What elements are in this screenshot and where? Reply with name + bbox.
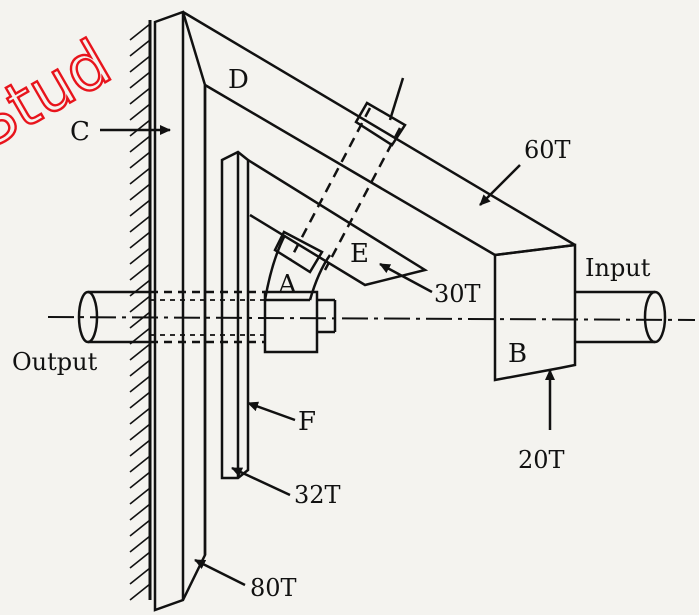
leader-arrows [100, 125, 555, 587]
wall-hatch-line [129, 167, 151, 185]
wall-hatch-line [129, 551, 151, 569]
arrow-f [247, 401, 296, 422]
wall-hatch-line [129, 343, 151, 361]
gear-c-80t [153, 10, 207, 612]
wall-hatch-line [129, 151, 151, 169]
label-f: F [298, 407, 316, 437]
label-c: C [70, 117, 90, 147]
wall-hatch-line [129, 71, 151, 89]
arrow-30t [379, 262, 433, 294]
wall-hatch-line [129, 359, 151, 377]
wall-hatch-line [129, 87, 151, 105]
wall-hatch-line [129, 311, 151, 329]
wall-hatch-line [129, 439, 151, 457]
gear-e-a-planet [247, 158, 429, 302]
wall-hatch-line [129, 455, 151, 473]
label-input: Input [585, 254, 651, 282]
label-20t: 20T [518, 446, 565, 474]
wall-hatch-line [129, 103, 151, 121]
label-e: E [350, 239, 369, 269]
wall-hatch-line [129, 391, 151, 409]
wall-hatch-line [129, 295, 151, 313]
wall-hatch-line [129, 471, 151, 489]
wall-hatch-line [129, 23, 151, 41]
input-shaft [575, 290, 667, 344]
fixed-frame-wall [129, 20, 152, 601]
wall-hatch-line [129, 487, 151, 505]
wall-hatch-line [129, 231, 151, 249]
wall-hatch-line [129, 519, 151, 537]
wall-hatch-line [129, 247, 151, 265]
label-32t: 32T [294, 481, 341, 509]
arrow-32t [231, 466, 291, 497]
arrow-80t [194, 558, 246, 587]
wall-hatch-line [129, 279, 151, 297]
wall-hatch-line [129, 583, 151, 601]
wall-hatch-line [129, 199, 151, 217]
centre-line [47, 316, 696, 321]
wall-hatch-line [129, 215, 151, 233]
label-output: Output [12, 348, 98, 376]
wall-hatch-line [129, 55, 151, 73]
wall-hatch-line [129, 135, 151, 153]
wall-hatch-line [129, 503, 151, 521]
wall-hatch-line [129, 535, 151, 553]
wall-hatch-line [129, 119, 151, 137]
label-d: D [228, 65, 249, 95]
label-80t: 80T [250, 574, 297, 602]
arm-d [182, 10, 576, 257]
wall-hatch-line [129, 39, 151, 57]
wall-hatch-line [129, 423, 151, 441]
wall-hatch-line [129, 407, 151, 425]
output-shaft [77, 290, 337, 354]
wall-hatch-line [129, 183, 151, 201]
arrow-60t [479, 164, 521, 206]
wall-hatch-line [129, 567, 151, 585]
watermark-text: Stud [0, 26, 123, 164]
wall-hatch-line [129, 263, 151, 281]
gear-f-32t [220, 150, 250, 480]
label-a: A [277, 270, 298, 300]
wall-hatch-line [129, 375, 151, 393]
labels: C D E A B F 60T 30T 20T 32T 80T Input Ou… [12, 65, 651, 602]
label-b: B [508, 339, 527, 369]
label-30t: 30T [434, 280, 481, 308]
planet-spindle [273, 77, 407, 274]
gear-b-20t [493, 243, 577, 382]
label-60t: 60T [524, 136, 571, 164]
